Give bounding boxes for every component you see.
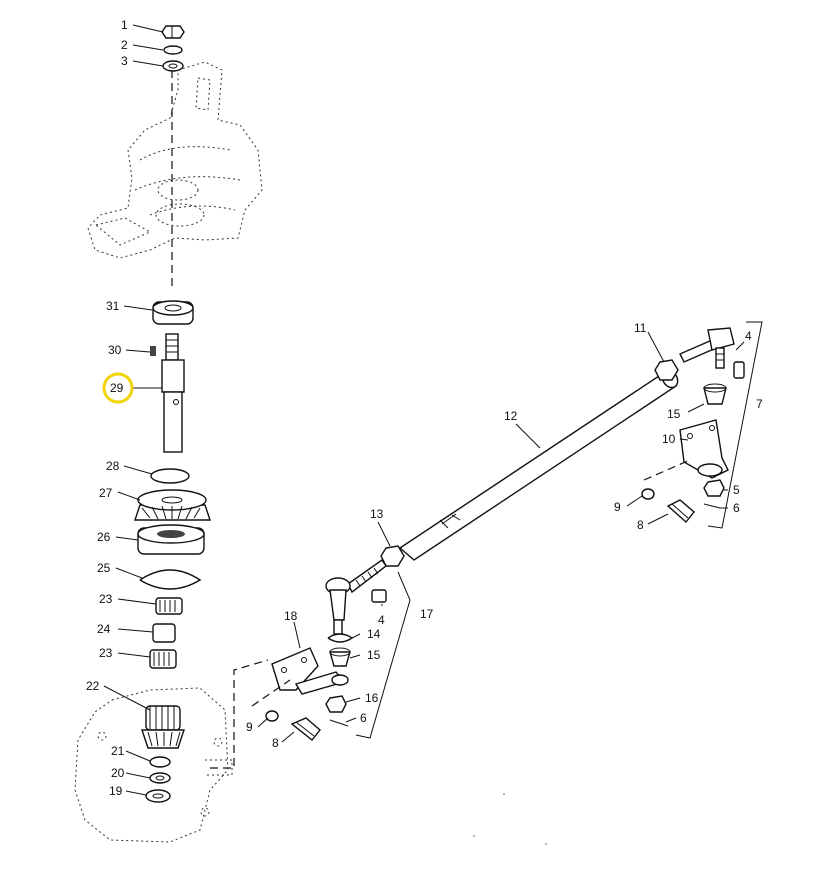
pinion-gear-part-22	[141, 705, 185, 749]
callout-29: 29	[110, 381, 124, 395]
washer-part-2	[163, 45, 183, 55]
tie-rod-end-right	[679, 327, 745, 379]
bearing-part-31	[152, 300, 194, 325]
lower-connection-line	[210, 659, 269, 769]
callout-30: 30	[108, 343, 122, 357]
nut-part-16	[325, 695, 347, 713]
bearing-part-26	[137, 524, 205, 555]
callout-25: 25	[97, 561, 111, 575]
snap-ring-part-14	[327, 633, 354, 643]
callout-labels: 1 2 3 31 30 29 28 27 26 25 23 24 23 22 2…	[86, 18, 763, 798]
seal-part-19	[145, 789, 171, 803]
bolt-part-8-right	[666, 499, 695, 524]
washer-part-20	[149, 772, 171, 784]
pin-part-30	[150, 346, 156, 356]
callout-18: 18	[284, 609, 298, 623]
nut-part-11	[654, 359, 679, 381]
callout-10: 10	[662, 432, 676, 446]
callout-16: 16	[365, 691, 379, 705]
callout-4-left: 4	[378, 613, 385, 627]
washer-part-21	[149, 756, 171, 768]
needle-bearing-part-23-upper	[155, 597, 183, 615]
callout-9-right: 9	[614, 500, 621, 514]
callout-24: 24	[97, 622, 111, 636]
callout-26: 26	[97, 530, 111, 544]
callout-8-right: 8	[637, 518, 644, 532]
callout-12: 12	[504, 409, 518, 423]
callout-19: 19	[109, 784, 123, 798]
snap-ring-part-25	[139, 569, 202, 590]
washer-part-9-right	[641, 488, 655, 500]
steering-arm-part-18	[271, 647, 349, 695]
callout-7: 7	[756, 397, 763, 411]
washer-part-3	[162, 60, 184, 72]
callout-28: 28	[106, 459, 120, 473]
callout-2: 2	[121, 38, 128, 52]
callout-13: 13	[370, 507, 384, 521]
callout-20: 20	[111, 766, 125, 780]
tie-rod-end-left	[325, 559, 387, 635]
callout-21: 21	[111, 744, 125, 758]
callout-15-left: 15	[367, 648, 381, 662]
shaft-part-29	[161, 333, 185, 453]
bushing-part-15-left	[329, 651, 351, 667]
cotter-pin-part-6-right	[703, 503, 721, 509]
bevel-gear-part-27	[134, 489, 211, 521]
callout-6-left: 6	[360, 711, 367, 725]
bushing-part-15-right	[703, 387, 727, 405]
callout-17: 17	[420, 607, 434, 621]
callout-4-right: 4	[745, 329, 752, 343]
arm-mount-line	[643, 459, 691, 481]
callout-31: 31	[106, 299, 120, 313]
lower-housing	[74, 687, 233, 843]
cotter-pin-part-6-left	[329, 719, 349, 727]
callout-3: 3	[121, 54, 128, 68]
nut-part-5	[703, 479, 725, 497]
bracket-group-7	[707, 321, 763, 529]
callout-6-right: 6	[733, 501, 740, 515]
callout-15-right: 15	[667, 407, 681, 421]
steering-arm-part-10	[679, 419, 729, 479]
callout-11: 11	[634, 321, 647, 335]
callout-23-upper: 23	[99, 592, 113, 606]
callout-27: 27	[99, 486, 113, 500]
callout-1: 1	[121, 18, 128, 32]
spacer-part-24	[152, 623, 176, 643]
callout-22: 22	[86, 679, 100, 693]
bolt-part-8-left	[290, 717, 321, 741]
nut-part-1	[161, 25, 185, 39]
nut-part-13	[380, 545, 405, 567]
needle-bearing-part-23-lower	[149, 649, 177, 669]
bracket-group-17	[355, 571, 411, 739]
callout-5: 5	[733, 483, 740, 497]
callout-9-left: 9	[246, 720, 253, 734]
callout-23-lower: 23	[99, 646, 113, 660]
leader-lines	[103, 24, 745, 796]
callout-14: 14	[367, 627, 381, 641]
highlight-circle	[102, 372, 134, 404]
washer-part-9-left	[265, 710, 279, 722]
upper-housing	[87, 61, 263, 259]
snap-ring-part-28	[150, 468, 190, 484]
callout-8-left: 8	[272, 736, 279, 750]
arm-mount-line-left	[251, 679, 291, 707]
